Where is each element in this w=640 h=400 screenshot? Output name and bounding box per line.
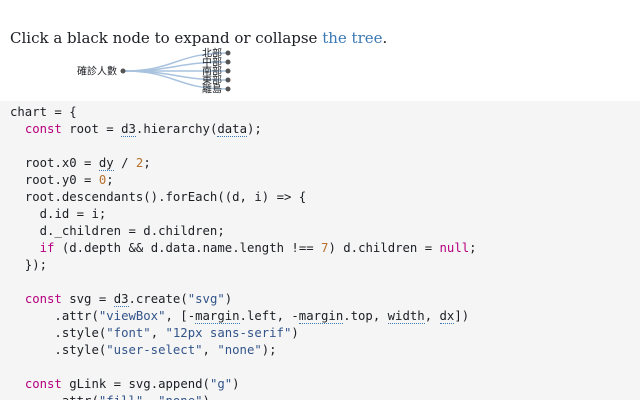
code-line: .attr("fill", "none")	[10, 394, 210, 400]
code-line: const gLink = svg.append("g")	[24, 377, 240, 391]
tree-child-label: 南部	[202, 65, 222, 78]
tree-child-node[interactable]	[225, 77, 231, 83]
code-line: d._children = d.children;	[39, 224, 225, 238]
code-line: if (d.depth && d.data.name.length !== 7)…	[39, 241, 477, 255]
code-line: .attr("viewBox", [-margin.left, -margin.…	[10, 309, 470, 324]
tree-child-node[interactable]	[225, 68, 231, 74]
tree-child-label: 中部	[202, 56, 222, 69]
code-line: root.descendants().forEach((d, i) => {	[24, 190, 307, 204]
tree-child-label: 離島	[202, 83, 222, 96]
code-line: root.x0 = dy / 2;	[24, 156, 151, 171]
code-cell[interactable]: chart = { const root = d3.hierarchy(data…	[0, 101, 640, 400]
intro-text-before: Click a black node to expand or collapse	[10, 29, 323, 47]
intro-text: Click a black node to expand or collapse…	[10, 27, 387, 49]
tree-child-node[interactable]	[225, 59, 231, 65]
tree-child-node[interactable]	[225, 50, 231, 56]
tree-child-label: 東部	[202, 74, 222, 87]
code-line: const svg = d3.create("svg")	[24, 292, 233, 307]
code-block: chart = { const root = d3.hierarchy(data…	[0, 101, 640, 400]
tree-child-label: 北部	[202, 47, 222, 60]
the-tree-link[interactable]: the tree	[322, 29, 383, 47]
tree-child-node[interactable]	[225, 86, 231, 92]
tree-links	[122, 52, 229, 90]
code-line: const root = d3.hierarchy(data);	[24, 122, 262, 137]
tree-root-label: 確診人數	[77, 65, 117, 78]
code-line: });	[10, 258, 48, 272]
code-line: .style("font", "12px sans-serif")	[10, 326, 299, 340]
code-line: d.id = i;	[39, 207, 107, 221]
code-line: .style("user-select", "none");	[10, 343, 277, 357]
tree-link	[122, 70, 229, 90]
tree-root-node[interactable]	[120, 68, 126, 74]
code-line: root.y0 = 0;	[24, 173, 114, 187]
intro-text-after: .	[382, 29, 388, 47]
code-line: chart = {	[10, 105, 77, 119]
